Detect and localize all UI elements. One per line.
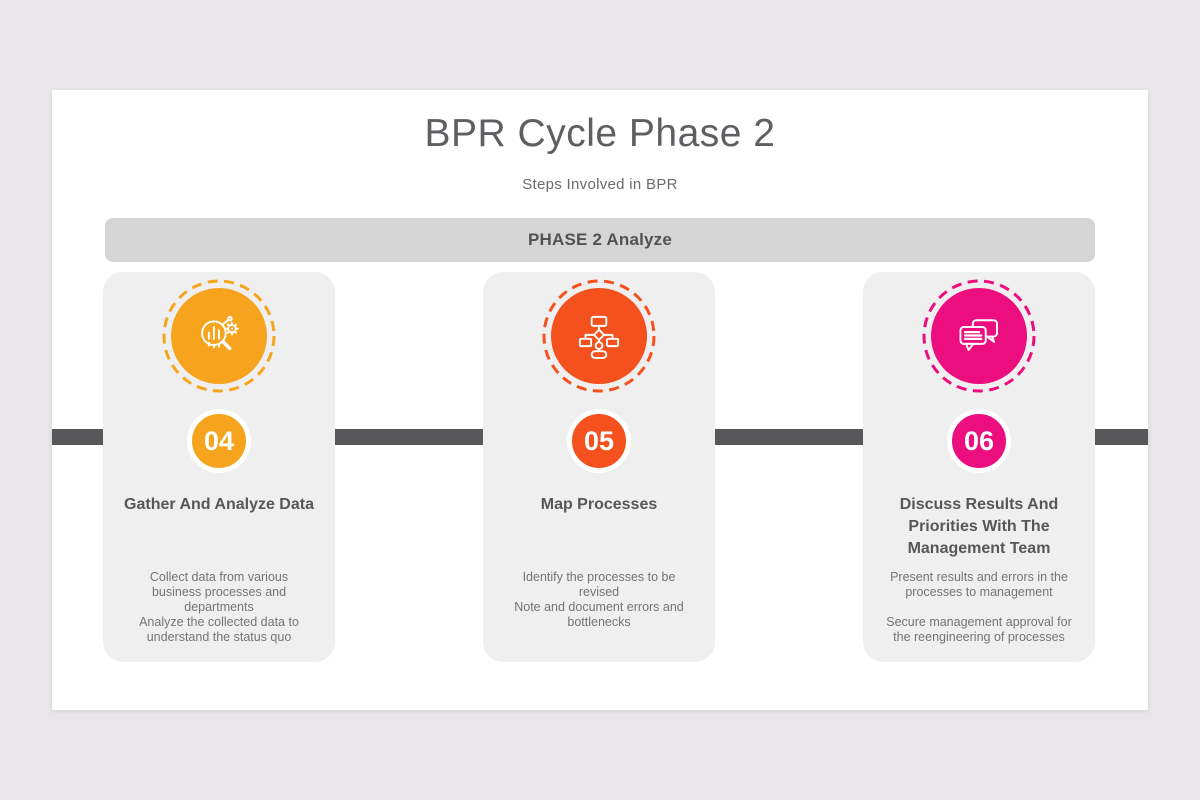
dashed-ring [922, 279, 1036, 393]
step-number-badge: 05 [567, 409, 631, 473]
step-description: Identify the processes to be revised Not… [499, 570, 699, 630]
step-icon-wrap [921, 278, 1037, 394]
step-description-paragraph: Collect data from various business proce… [149, 570, 289, 614]
dashed-ring [162, 279, 276, 393]
phase-banner: PHASE 2 Analyze [105, 218, 1095, 262]
step-number-badge: 04 [187, 409, 251, 473]
step-description-paragraph: Secure management approval for the reeng… [886, 615, 1072, 644]
page-subtitle: Steps Involved in BPR [522, 176, 678, 193]
step-title: Gather And Analyze Data [124, 496, 314, 513]
magnifier-chart-gear-icon [201, 315, 239, 351]
step-icon-wrap [161, 278, 277, 394]
step-card-map-processes: 05 Map Processes Identify the processes … [483, 272, 715, 662]
step-number-badge: 06 [947, 409, 1011, 473]
step-description-paragraph: Present results and errors in the proces… [890, 570, 1068, 599]
flowchart-icon [578, 315, 620, 359]
step-description-paragraph: Analyze the collected data to understand… [139, 615, 299, 644]
phase-banner-label: PHASE 2 Analyze [527, 230, 673, 249]
step-title: Map Processes [540, 496, 658, 513]
step-icon-circle [931, 288, 1027, 384]
step-description-paragraph: Identify the processes to be revised [522, 570, 676, 599]
step-card-discuss-results: 06 Discuss Results And Priorities With T… [863, 272, 1095, 662]
dashed-ring [542, 279, 656, 393]
step-icon-circle [551, 288, 647, 384]
step-description-paragraph: Note and document errors and bottlenecks [514, 600, 684, 629]
step-icon-wrap [541, 278, 657, 394]
step-description: Present results and errors in the proces… [879, 570, 1079, 645]
step-description: Collect data from various business proce… [119, 570, 319, 645]
slide: BPR Cycle Phase 2 Steps Involved in BPR … [52, 90, 1148, 710]
step-card-gather-analyze-data: 04 Gather And Analyze Data Collect data … [103, 272, 335, 662]
step-icon-circle [171, 288, 267, 384]
step-title: Discuss Results And Priorities With The … [899, 496, 1059, 557]
chat-bubbles-icon [959, 319, 998, 352]
page-title: BPR Cycle Phase 2 [424, 112, 776, 155]
